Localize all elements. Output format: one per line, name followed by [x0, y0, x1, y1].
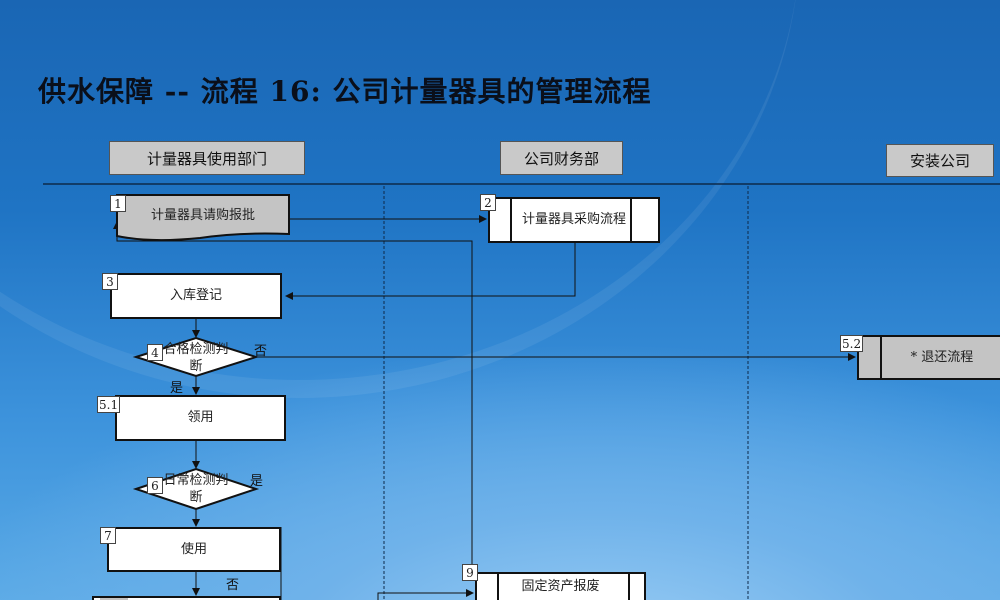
yes-label: 是 [170, 381, 184, 396]
step-4-number: 4 [147, 344, 163, 361]
step-3-label: 入库登记 [169, 288, 222, 303]
step-5-1-label: 领用 [187, 410, 214, 425]
step-7-box[interactable]: 使用 [107, 527, 281, 572]
step-8-box[interactable] [92, 596, 281, 600]
step-5-2-box[interactable]: * 退还流程 [857, 335, 1000, 380]
yes-label: 是 [250, 474, 264, 489]
decision-diamond-4 [132, 336, 260, 378]
step-2-box[interactable]: 计量器具采购流程 [488, 197, 660, 243]
step-9-label: 固定资产报废 [521, 579, 600, 594]
step-2-number: 2 [480, 194, 496, 211]
lane-header-finance: 公司财务部 [500, 141, 623, 175]
decision-diamond-6 [132, 467, 260, 511]
step-6-label: 日常检测判断 [163, 473, 229, 505]
step-4-label: 合格检测判断 [163, 342, 229, 374]
page-title: 供水保障 -- 流程 16: 公司计量器具的管理流程 [38, 75, 652, 108]
step-1-label: 计量器具请购报批 [150, 208, 255, 223]
step-7-label: 使用 [180, 541, 207, 557]
no-label: 否 [226, 578, 240, 593]
step-5-1-number: 5.1 [97, 396, 121, 413]
step-7-number: 7 [100, 527, 116, 544]
step-3-box[interactable]: 入库登记 [110, 273, 282, 319]
step-9-number: 9 [462, 564, 478, 581]
document-shape-1 [116, 194, 290, 242]
lane-header-user-dept: 计量器具使用部门 [109, 141, 305, 175]
no-label: 否 [254, 344, 268, 359]
lane-header-installer: 安装公司 [886, 144, 994, 177]
step-5-1-box[interactable]: 领用 [115, 395, 286, 441]
step-6-number: 6 [147, 477, 163, 494]
step-2-label: 计量器具采购流程 [521, 212, 626, 227]
step-3-number: 3 [102, 273, 118, 290]
step-5-2-number: 5.2 [840, 335, 864, 352]
step-9-box[interactable]: 固定资产报废 [475, 572, 646, 600]
step-5-2-label: * 退还流程 [910, 349, 974, 365]
step-1-number: 1 [110, 195, 126, 212]
